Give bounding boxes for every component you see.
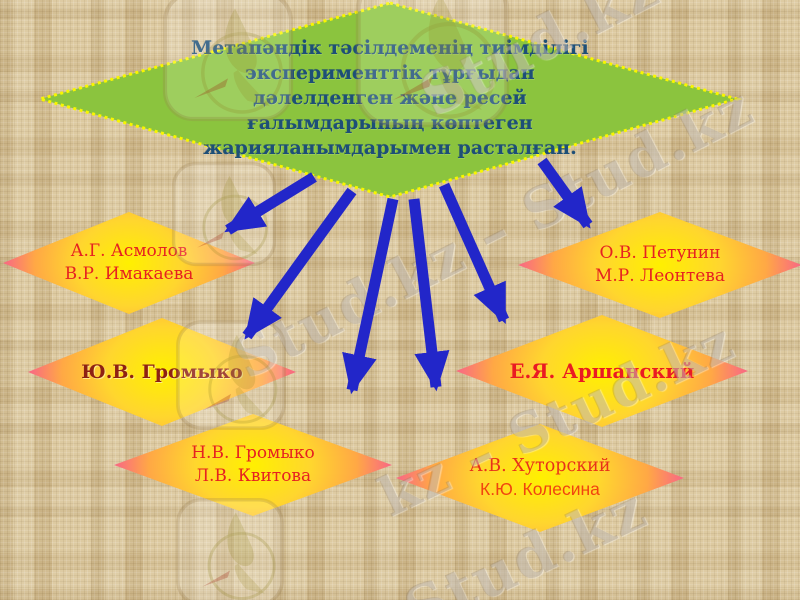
author-name: Е.Я. Аршанский [509,359,695,383]
author-name: Л.В. Квитова [194,466,312,486]
diagram-node-asmolov-imakaeva: А.Г. Асмолов В.Р. Имакаева [3,212,255,314]
title-line: ғалымдарының көптеген [247,112,533,134]
diagram-node-gromyko-kvitova: Н.В. Громыко Л.В. Квитова [114,414,392,516]
author-name: Ю.В. Громыко [81,360,243,383]
author-name: Н.В. Громыко [191,443,315,463]
title-diamond-text: Метапәндік тәсілдеменің тиімділігі экспе… [160,36,620,161]
title-line: эксперименттік тұрғыдан [245,62,535,84]
diagram-node-gromyko-yv: Ю.В. Громыко [28,318,296,426]
diagram-node-khutorskoy-kolesina: А.В. Хуторский К.Ю. Колесина [396,424,684,532]
title-line: Метапәндік тәсілдеменің тиімділігі [191,37,589,59]
author-name: М.Р. Леонтева [594,266,726,286]
author-name: А.В. Хуторский [469,456,611,476]
diagram-node-petunin-leonteva: О.В. Петунин М.Р. Леонтева [518,212,800,318]
title-line: жарияланымдарымен расталған. [203,137,577,159]
title-diamond-shape [38,1,743,199]
diagram-node-arshansky: Е.Я. Аршанский [456,315,748,427]
title-line: дәлелденген және ресей [253,87,527,109]
author-name: К.Ю. Колесина [480,479,600,499]
author-name: В.Р. Имакаева [64,264,194,284]
author-name: О.В. Петунин [599,243,721,263]
author-name: А.Г. Асмолов [70,241,188,261]
